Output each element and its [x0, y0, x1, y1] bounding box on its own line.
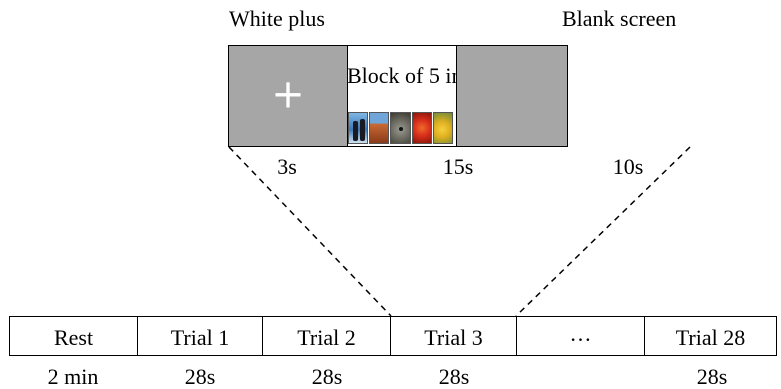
blank-segment	[456, 46, 567, 146]
trial-detail-box: + Block of 5 images	[228, 45, 568, 147]
image-thumbnails	[348, 112, 454, 146]
blank-screen-label: Blank screen	[562, 6, 677, 31]
flower-red-image	[411, 112, 432, 144]
trial-28-duration: 28s	[696, 364, 728, 389]
trial-1-duration: 28s	[184, 364, 216, 389]
fixation-segment: +	[229, 46, 348, 146]
blank-duration: 10s	[612, 154, 644, 179]
timeline-cell-ellipsis: …	[517, 317, 645, 355]
session-timeline: Rest Trial 1 Trial 2 Trial 3 … Trial 28	[9, 316, 777, 356]
desert-image	[369, 112, 390, 144]
flower-yellow-image	[432, 112, 453, 144]
penguins-image	[348, 112, 369, 144]
koala-image	[390, 112, 411, 144]
zoom-line-left	[228, 146, 392, 317]
plus-icon: +	[271, 71, 305, 118]
trial-2-duration: 28s	[311, 364, 343, 389]
timeline-cell-trial-2: Trial 2	[263, 317, 391, 355]
timeline-cell-rest: Rest	[10, 317, 138, 355]
timeline-cell-trial-3: Trial 3	[391, 317, 517, 355]
block-title: Block of 5 images	[347, 63, 508, 88]
fixation-duration: 3s	[277, 154, 297, 179]
timeline-cell-trial-1: Trial 1	[138, 317, 263, 355]
trial-3-duration: 28s	[438, 364, 470, 389]
timeline-cell-trial-28: Trial 28	[675, 325, 746, 350]
rest-duration: 2 min	[47, 364, 99, 389]
images-duration: 15s	[442, 154, 474, 179]
white-plus-label: White plus	[229, 6, 325, 31]
zoom-line-right	[515, 146, 691, 317]
